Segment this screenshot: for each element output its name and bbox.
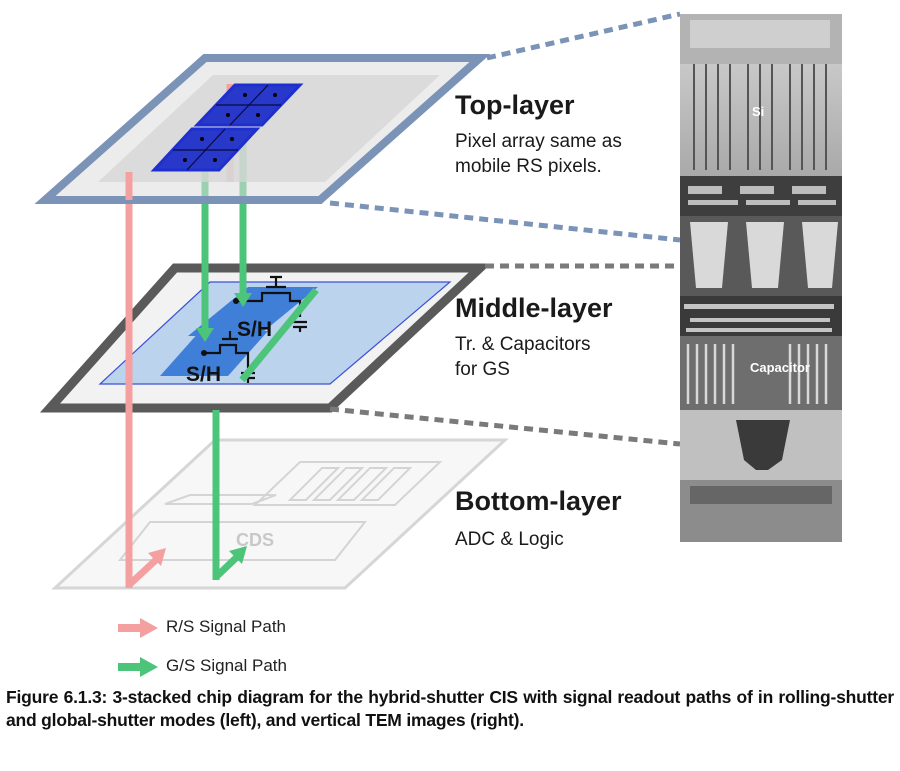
sh-label-lower: S/H [186,363,221,386]
sh-circuit-upper [236,275,307,332]
sh-label-upper: S/H [237,318,272,341]
bottom-layer-title: Bottom-layer [455,486,622,516]
figure-caption: Figure 6.1.3: 3-stacked chip diagram for… [6,687,894,730]
stacked-chip-figure: CDS S/H S/H [34,11,842,677]
bottom-layer-desc-line1: ADC & Logic [455,529,564,550]
middle-layer-desc-line2: for GS [455,359,510,380]
legend-gs-label: G/S Signal Path [166,656,287,675]
middle-layer-title: Middle-layer [455,293,613,323]
legend-gs-arrow [118,657,158,677]
tem-capacitor-label: Capacitor [750,360,810,375]
bottom-layer-plate [51,438,509,590]
sh-block-upper [188,287,318,336]
top-layer-title: Top-layer [455,90,575,120]
middle-layer-plate [39,263,492,413]
top-layer-desc-line1: Pixel array same as [455,131,622,152]
tem-connectors [329,11,681,243]
pixel-array [150,83,304,172]
cds-label: CDS [236,530,274,550]
tem-si-label: Si [752,104,764,119]
top-layer-desc-line2: mobile RS pixels. [455,156,602,177]
top-layer-plate [34,54,491,204]
middle-layer-desc-line1: Tr. & Capacitors [455,334,591,355]
tem-image [680,14,842,542]
legend-rs-arrow [118,618,158,638]
legend-rs-label: R/S Signal Path [166,617,287,636]
